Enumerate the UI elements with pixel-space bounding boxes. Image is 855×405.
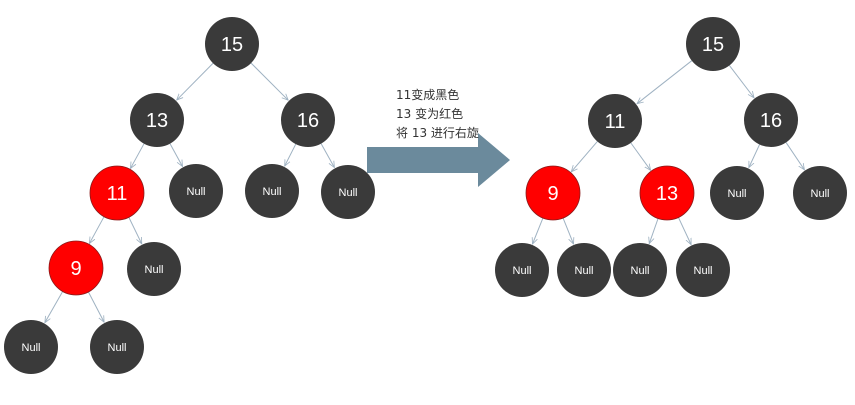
transition-arrow	[367, 133, 510, 187]
tree-edge	[532, 217, 544, 244]
node-label: Null	[263, 186, 282, 198]
node-circle	[710, 166, 764, 220]
node-label: Null	[339, 187, 358, 199]
null-leaf-node-after: Null	[495, 243, 549, 297]
node-label: Null	[728, 188, 747, 200]
null-leaf-node-before: Null	[321, 165, 375, 219]
null-leaf-node-before: Null	[127, 242, 181, 296]
null-leaf-node-after: Null	[793, 166, 847, 220]
node-circle	[639, 165, 695, 221]
tree-node-15-before: 15	[205, 17, 259, 71]
tree-node-9-before: 9	[48, 240, 104, 296]
note-line-1: 11变成黑色	[396, 88, 460, 102]
node-label: Null	[187, 186, 206, 198]
node-circle	[245, 164, 299, 218]
tree-node-16-after: 16	[744, 93, 798, 147]
tree-edge	[677, 217, 692, 244]
node-label: Null	[575, 265, 594, 277]
tree-edge	[785, 142, 804, 169]
tree-node-13-before: 13	[130, 93, 184, 147]
tree-node-15-after: 15	[686, 17, 740, 71]
tree-node-9-after: 9	[525, 165, 581, 221]
node-circle	[588, 94, 642, 148]
tree-edge	[630, 142, 651, 170]
tree-node-11-before: 11	[89, 165, 145, 221]
null-leaf-node-after: Null	[676, 243, 730, 297]
node-label: 16	[297, 110, 319, 132]
tree-edge	[320, 143, 334, 168]
null-leaf-node-before: Null	[4, 320, 58, 374]
node-label: 15	[221, 34, 243, 56]
null-leaf-node-before: Null	[90, 320, 144, 374]
node-label: 13	[656, 183, 678, 205]
null-leaf-node-after: Null	[557, 243, 611, 297]
tree-node-11-after: 11	[588, 94, 642, 148]
tree-edge	[130, 143, 145, 169]
tree-edge	[45, 291, 64, 322]
tree-node-16-before: 16	[281, 93, 335, 147]
node-label: Null	[145, 264, 164, 276]
node-label: 13	[146, 110, 168, 132]
tree-edge	[571, 141, 598, 171]
tree-edge	[562, 217, 573, 244]
tree-edge	[128, 217, 142, 244]
note-line-3: 将 13 进行右旋	[396, 126, 479, 140]
tree-edge	[169, 143, 183, 167]
node-circle	[169, 164, 223, 218]
tree-edge	[637, 60, 693, 104]
node-label: 16	[760, 110, 782, 132]
tree-node-13-after: 13	[639, 165, 695, 221]
null-leaf-node-before: Null	[169, 164, 223, 218]
node-label: 11	[605, 111, 626, 133]
node-circle	[557, 243, 611, 297]
node-circle	[127, 242, 181, 296]
node-label: 9	[547, 183, 558, 205]
node-label: Null	[811, 188, 830, 200]
node-label: 9	[70, 258, 81, 280]
node-circle	[744, 93, 798, 147]
node-label: Null	[22, 342, 41, 354]
tree-edge	[89, 216, 105, 244]
note-line-2: 13 变为红色	[396, 107, 464, 121]
null-leaf-node-after: Null	[613, 243, 667, 297]
node-circle	[676, 243, 730, 297]
tree-edge	[649, 218, 659, 243]
node-circle	[525, 165, 581, 221]
node-circle	[90, 320, 144, 374]
tree-edge	[87, 291, 104, 322]
node-label: Null	[631, 265, 650, 277]
node-circle	[613, 243, 667, 297]
node-circle	[4, 320, 58, 374]
node-circle	[89, 165, 145, 221]
tree-edge	[250, 62, 288, 100]
node-circle	[495, 243, 549, 297]
node-circle	[686, 17, 740, 71]
null-leaf-node-before: Null	[245, 164, 299, 218]
tree-edge	[177, 62, 214, 100]
node-label: 15	[702, 34, 724, 56]
node-circle	[321, 165, 375, 219]
node-label: Null	[513, 265, 532, 277]
null-leaf-node-after: Null	[710, 166, 764, 220]
node-label: Null	[694, 265, 713, 277]
node-circle	[793, 166, 847, 220]
node-circle	[130, 93, 184, 147]
tree-edge	[285, 143, 297, 166]
node-circle	[205, 17, 259, 71]
transformation-note: 11变成黑色 13 变为红色 将 13 进行右旋	[396, 86, 479, 143]
node-label: Null	[108, 342, 127, 354]
node-circle	[281, 93, 335, 147]
tree-edge	[728, 65, 754, 97]
node-circle	[48, 240, 104, 296]
tree-edge	[748, 144, 761, 167]
node-label: 11	[107, 183, 128, 205]
